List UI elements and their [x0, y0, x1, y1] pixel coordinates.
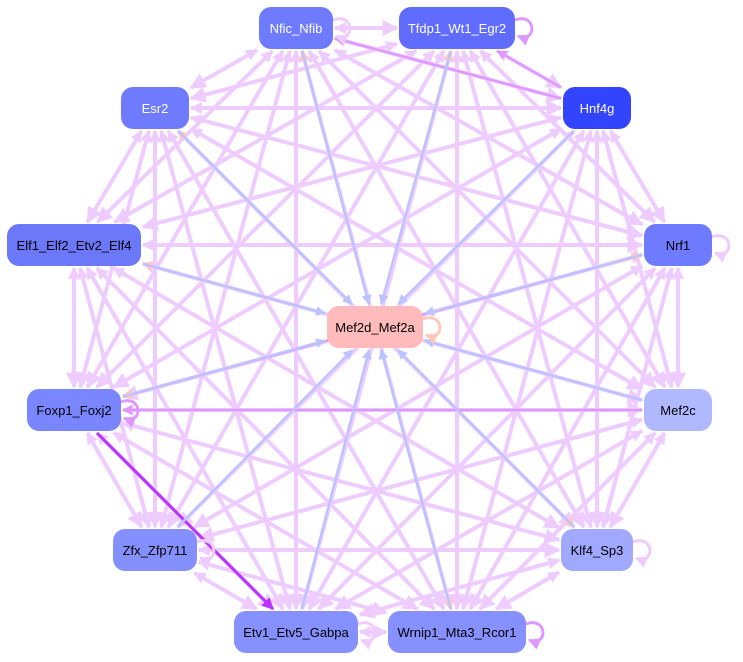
- edge-Nfic_Nfib-to-Mef2d_Mef2a: [300, 50, 372, 305]
- node-mef2c[interactable]: Mef2c: [644, 389, 712, 431]
- self-loop-Wrnip1_Mta3_Rcor1: [525, 621, 545, 650]
- edge: [359, 557, 561, 617]
- edge-Zfx_Zfp711-to-Mef2d_Mef2a: [176, 349, 354, 528]
- edge-Etv1_Etv5_Gabpa-to-Mef2d_Mef2a: [300, 349, 372, 610]
- edge: [113, 127, 563, 389]
- edge-Elf1_Elf2_Etv2_Elf4-to-Mef2d_Mef2a: [142, 262, 326, 316]
- edge-Esr2-to-Mef2d_Mef2a: [177, 130, 353, 305]
- edge: [189, 127, 643, 391]
- node-elf1-elf2-etv2-elf4[interactable]: Elf1_Elf2_Etv2_Elf4: [7, 224, 141, 266]
- edge: [142, 114, 563, 229]
- edge: [609, 431, 666, 528]
- edge-Hnf4g-to-Nfic_Nfib: [334, 35, 562, 100]
- edge-Hnf4g-to-Tfdp1_Wt1_Egr2: [496, 49, 562, 89]
- edge: [609, 129, 666, 223]
- node-label: Foxp1_Foxj2: [36, 402, 112, 418]
- self-loop-Foxp1_Foxj2: [120, 399, 140, 428]
- self-loop-Tfdp1_Wt1_Egr2: [514, 17, 534, 46]
- node-foxp1-foxj2[interactable]: Foxp1_Foxj2: [27, 389, 121, 431]
- edge: [601, 266, 675, 528]
- edge-Nrf1-to-Mef2d_Mef2a: [424, 253, 643, 316]
- node-label: Nrf1: [665, 237, 691, 253]
- edge: [190, 40, 399, 100]
- edge: [112, 266, 560, 530]
- node-tfdp1-wt1-egr2[interactable]: Tfdp1_Wt1_Egr2: [399, 7, 515, 49]
- node-label: Nfic_Nfib: [269, 20, 323, 36]
- self-loop-Mef2d_Mef2a: [422, 316, 442, 345]
- edge: [334, 429, 644, 611]
- edge-Tfdp1_Wt1_Egr2-to-Mef2d_Mef2a: [378, 50, 452, 305]
- edge: [198, 416, 644, 540]
- node-label: Tfdp1_Wt1_Egr2: [407, 20, 507, 36]
- node-zfx-zfp711[interactable]: Zfx_Zfp711: [113, 529, 197, 571]
- node-klf4-sp3[interactable]: Klf4_Sp3: [561, 529, 633, 571]
- edge: [190, 48, 259, 89]
- node-label: Zfx_Zfp711: [122, 542, 188, 558]
- edge: [86, 431, 143, 528]
- self-loop-Etv1_Etv5_Gabpa: [357, 621, 377, 650]
- edge: [460, 49, 593, 528]
- edge: [86, 129, 143, 223]
- edge: [159, 49, 293, 528]
- self-loop-Nfic_Nfib: [332, 17, 352, 46]
- node-etv1-etv5-gabpa[interactable]: Etv1_Etv5_Gabpa: [234, 611, 358, 653]
- node-label: Elf1_Elf2_Etv2_Elf4: [16, 237, 132, 253]
- node-esr2[interactable]: Esr2: [121, 87, 189, 129]
- edge-Wrnip1_Mta3_Rcor1-to-Mef2d_Mef2a: [378, 349, 453, 610]
- node-label: Esr2: [141, 100, 169, 116]
- edge: [495, 570, 561, 611]
- node-label: Klf4_Sp3: [570, 542, 624, 558]
- edge: [193, 571, 258, 611]
- edge-Mef2c-to-Mef2d_Mef2a: [424, 338, 643, 402]
- node-wrnip1-mta3-rcor1[interactable]: Wrnip1_Mta3_Rcor1: [388, 611, 526, 653]
- node-nfic-nfib[interactable]: Nfic_Nfib: [259, 7, 333, 49]
- self-loop-Nrf1: [711, 234, 731, 263]
- edge: [197, 558, 387, 615]
- edge-Foxp1_Foxj2-to-Mef2d_Mef2a: [122, 338, 326, 398]
- edge-Klf4_Sp3-to-Mef2d_Mef2a: [397, 349, 575, 528]
- node-nrf1[interactable]: Nrf1: [644, 224, 712, 266]
- node-label: Wrnip1_Mta3_Rcor1: [397, 624, 517, 640]
- node-hnf4g[interactable]: Hnf4g: [563, 87, 631, 129]
- node-label: Etv1_Etv5_Gabpa: [243, 624, 349, 640]
- edge-Hnf4g-to-Mef2d_Mef2a: [397, 130, 575, 305]
- self-loop-Klf4_Sp3: [632, 539, 652, 568]
- self-loop-Zfx_Zfp711: [196, 539, 216, 568]
- node-mef2d-mef2a[interactable]: Mef2d_Mef2a: [327, 306, 423, 348]
- edge: [193, 264, 644, 529]
- node-label: Hnf4g: [579, 100, 615, 116]
- node-label: Mef2c: [660, 402, 696, 418]
- node-label: Mef2d_Mef2a: [335, 319, 415, 335]
